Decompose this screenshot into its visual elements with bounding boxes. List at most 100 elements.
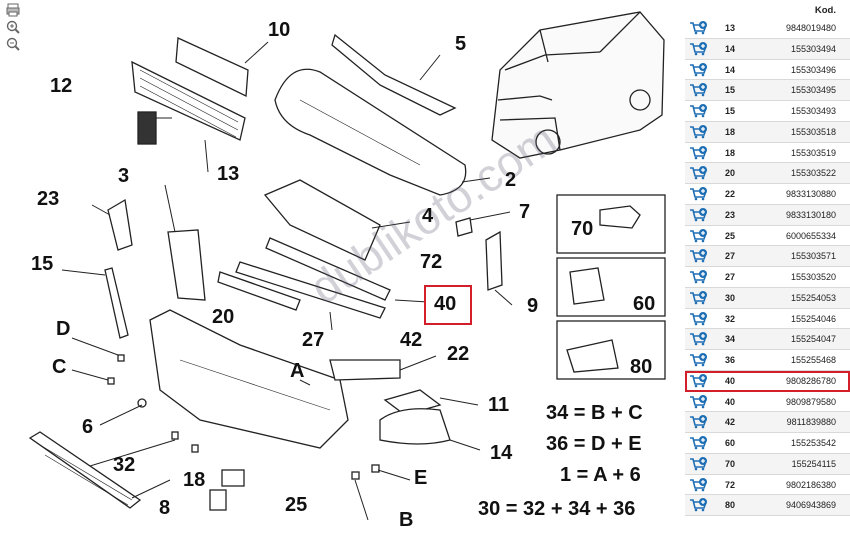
part-label-B[interactable]: B (399, 509, 414, 531)
print-icon[interactable] (6, 3, 20, 17)
add-to-cart-icon[interactable] (689, 228, 709, 243)
add-to-cart-icon[interactable] (689, 394, 709, 409)
add-to-cart-icon[interactable] (689, 166, 709, 180)
add-to-cart-icon[interactable] (689, 456, 709, 471)
add-to-cart-icon[interactable] (689, 41, 709, 56)
part-code: 155303519 (790, 147, 836, 158)
part-code: 155303522 (790, 168, 836, 179)
zoom-in-icon[interactable] (6, 20, 20, 34)
add-to-cart-icon[interactable] (689, 62, 709, 77)
part-label-6[interactable]: 6 (82, 416, 94, 438)
part-label-27[interactable]: 27 (302, 329, 325, 351)
part-40-highlight[interactable] (424, 285, 472, 325)
part-ref-number: 32 (725, 313, 736, 324)
part-ref-number: 13 (725, 23, 736, 33)
add-to-cart-icon[interactable] (689, 436, 709, 450)
part-label-20[interactable]: 20 (212, 306, 235, 328)
part-label-40[interactable]: 40 (434, 293, 457, 315)
parts-row[interactable]: 32 155254046 (685, 309, 850, 330)
parts-diagram: dublikoto.com 10 5 12 13 2 3 23 4 7 15 7… (6, 3, 666, 531)
part-label-70[interactable]: 70 (571, 218, 594, 240)
part-code: 155254046 (790, 313, 836, 324)
add-to-cart-icon[interactable] (689, 187, 709, 201)
part-label-11[interactable]: 11 (488, 394, 510, 416)
part-label-3[interactable]: 3 (118, 165, 130, 187)
part-label-A[interactable]: A (290, 360, 305, 382)
add-to-cart-icon[interactable] (689, 145, 709, 160)
parts-row[interactable]: 42 9811839880 (685, 412, 850, 433)
add-to-cart-icon[interactable] (689, 290, 709, 305)
part-label-12[interactable]: 12 (50, 75, 73, 97)
add-to-cart-icon[interactable] (689, 207, 709, 222)
part-label-D[interactable]: D (56, 318, 71, 340)
part-code: 9833130180 (785, 209, 836, 220)
part-label-5[interactable]: 5 (455, 33, 467, 55)
add-to-cart-icon[interactable] (689, 249, 709, 263)
part-label-13[interactable]: 13 (217, 163, 240, 185)
part-ref-number: 15 (725, 85, 736, 96)
add-to-cart-icon[interactable] (689, 415, 709, 429)
add-to-cart-icon[interactable] (689, 477, 709, 492)
add-to-cart-icon[interactable] (689, 83, 709, 97)
part-label-25[interactable]: 25 (285, 494, 308, 516)
part-label-7[interactable]: 7 (519, 201, 531, 223)
add-to-cart-icon[interactable] (689, 270, 709, 284)
add-to-cart-icon[interactable] (689, 21, 709, 35)
part-label-8[interactable]: 8 (159, 497, 171, 519)
part-label-72[interactable]: 72 (420, 251, 443, 273)
part-label-E[interactable]: E (414, 467, 428, 489)
part-label-9[interactable]: 9 (527, 295, 539, 317)
part-label-22[interactable]: 22 (447, 343, 470, 365)
part-code: 9811839880 (786, 417, 836, 428)
part-label-C[interactable]: C (52, 356, 67, 378)
part-label-2[interactable]: 2 (505, 169, 517, 191)
part-ref-number: 15 (725, 106, 736, 116)
part-label-80[interactable]: 80 (630, 356, 653, 378)
add-to-cart-icon[interactable] (689, 373, 709, 388)
part-code: 9833130880 (785, 189, 836, 199)
part-code: 155255468 (790, 355, 836, 365)
part-label-42[interactable]: 42 (400, 329, 423, 351)
part-code: 9808286780 (785, 375, 836, 386)
part-code: 155303494 (790, 43, 836, 54)
part-label-60[interactable]: 60 (633, 293, 656, 315)
part-ref-number: 42 (725, 417, 736, 428)
add-to-cart-icon[interactable] (689, 104, 709, 118)
part-label-32[interactable]: 32 (113, 454, 136, 476)
part-label-23[interactable]: 23 (37, 188, 60, 210)
add-to-cart-icon[interactable] (689, 311, 709, 326)
add-to-cart-icon[interactable] (689, 124, 709, 139)
part-label-18[interactable]: 18 (183, 469, 206, 491)
part-label-10[interactable]: 10 (268, 19, 291, 41)
add-to-cart-icon[interactable] (689, 498, 709, 512)
part-label-4[interactable]: 4 (422, 205, 434, 227)
add-to-cart-icon[interactable] (689, 332, 709, 346)
add-to-cart-icon[interactable] (689, 353, 709, 367)
part-label-15[interactable]: 15 (31, 253, 54, 275)
part-label-14[interactable]: 14 (490, 442, 513, 464)
zoom-out-icon[interactable] (6, 37, 20, 51)
